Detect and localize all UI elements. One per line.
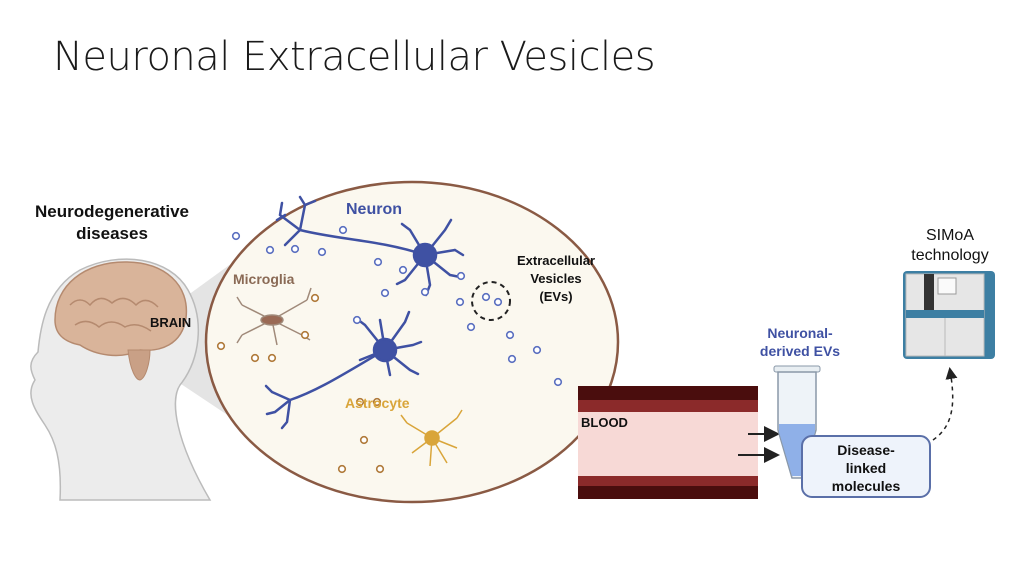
neuronal-vesicle-dot <box>352 315 362 325</box>
neuronal-vesicle-dot <box>481 292 491 302</box>
neuronal-vesicle-dot <box>420 287 430 297</box>
neuronal-vesicle-dot <box>455 297 465 307</box>
neuronal-evs-label-line1: Neuronal- <box>767 325 833 341</box>
disease-box-line2: linked <box>846 460 886 476</box>
neuronal-vesicle-dot <box>466 322 476 332</box>
other-vesicle-dot <box>375 464 385 474</box>
neuronal-vesicle-dot <box>373 257 383 267</box>
microglia-label: Microglia <box>233 271 295 287</box>
other-vesicle-dot <box>250 353 260 363</box>
disease-molecules-box <box>801 435 931 498</box>
disease-box-line1: Disease- <box>837 442 895 458</box>
neuronal-vesicle-dot <box>456 271 466 281</box>
neuronal-evs-label-line2: derived EVs <box>760 343 840 359</box>
neuron-bottom-icon <box>264 310 423 430</box>
neuron-label: Neuron <box>346 201 402 218</box>
neuronal-vesicle-dot <box>265 245 275 255</box>
simoa-label-line1: SIMoA <box>926 227 974 244</box>
other-vesicle-dot <box>216 341 226 351</box>
astrocyte-icon <box>400 409 463 467</box>
neuronal-vesicle-dot <box>231 231 241 241</box>
neuronal-vesicle-dot <box>317 247 327 257</box>
other-vesicle-dot <box>355 397 365 407</box>
ev-highlight-circle <box>471 281 511 321</box>
dashed-arrow-to-simoa <box>932 367 958 441</box>
ev-label-line2: Vesicles <box>530 271 581 286</box>
neuronal-vesicle-dot <box>290 244 300 254</box>
neuronal-vesicle-dot <box>532 345 542 355</box>
neuronal-vesicle-dot <box>380 288 390 298</box>
neuronal-vesicle-dot <box>338 225 348 235</box>
simoa-label-line2: technology <box>911 247 988 264</box>
other-vesicle-dot <box>300 330 310 340</box>
blood-vessel <box>578 386 758 499</box>
disease-box-line3: molecules <box>832 478 901 494</box>
other-vesicle-dot <box>372 397 382 407</box>
other-vesicle-dot <box>337 464 347 474</box>
neuronal-vesicle-dot <box>493 297 503 307</box>
disease-heading-line2: diseases <box>76 224 148 243</box>
slide-title: Neuronal Extracellular Vesicles <box>53 34 656 80</box>
neuronal-vesicle-dot <box>553 377 563 387</box>
ev-label-line3: (EVs) <box>539 289 572 304</box>
neuronal-vesicle-dot <box>507 354 517 364</box>
neuronal-vesicle-dot <box>398 265 408 275</box>
blood-label: BLOOD <box>581 415 628 430</box>
ev-label-line1: Extracellular <box>517 253 595 268</box>
disease-heading-line1: Neurodegenerative <box>35 202 189 221</box>
simoa-machine-icon <box>903 271 995 359</box>
other-vesicle-dot <box>310 293 320 303</box>
other-vesicle-dot <box>359 435 369 445</box>
other-vesicle-dot <box>267 353 277 363</box>
brain-zoom-circle <box>204 180 620 504</box>
human-head-icon <box>30 258 212 501</box>
brain-label: BRAIN <box>150 315 191 330</box>
astrocyte-label: Astrocyte <box>345 395 410 411</box>
neuronal-vesicle-dot <box>505 330 515 340</box>
